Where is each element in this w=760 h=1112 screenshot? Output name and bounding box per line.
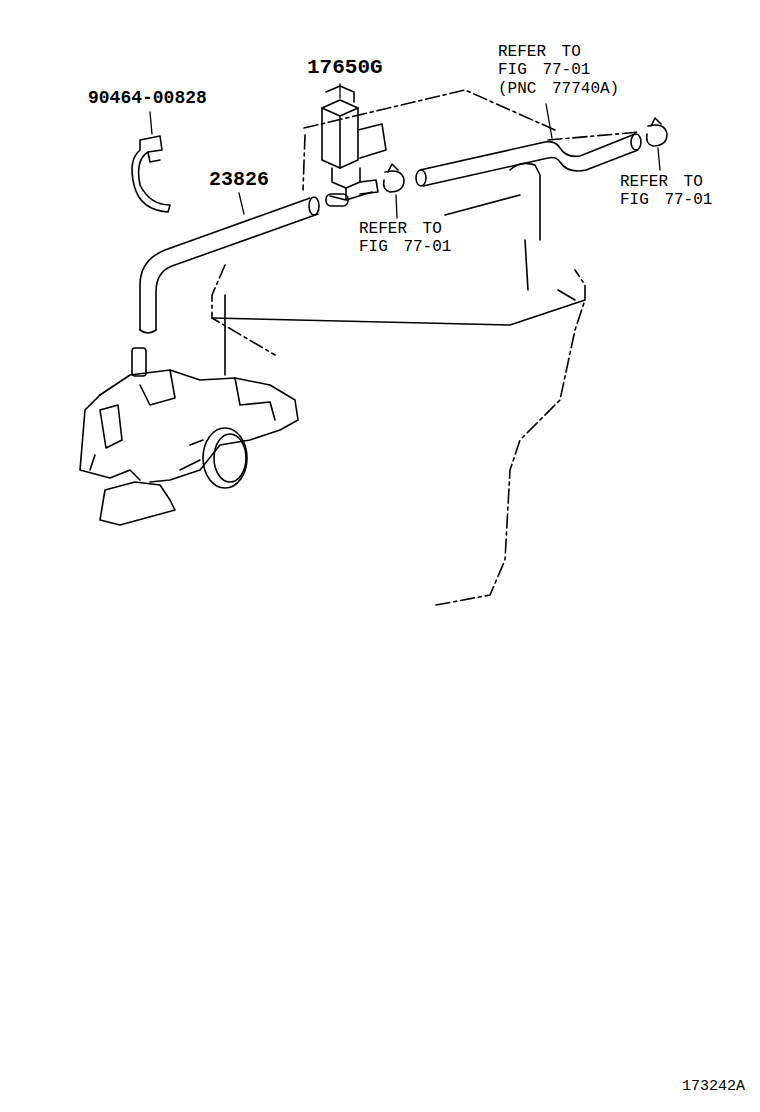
figure-number: 173242A [682,1078,745,1095]
hose-right [416,134,641,186]
leader-line [150,84,660,218]
callout-number: 23826 [209,168,269,191]
hose-clip [132,136,170,212]
callout-number: 17650G [307,56,383,80]
manifold-outline [212,90,640,605]
hose [140,197,319,333]
reference-note: REFER TO FIG 77-01 [359,220,483,257]
reference-note: REFER TO FIG 77-01 (PNC 77740A) [498,43,622,98]
part-number: 90464-00828 [88,88,207,109]
manifold-body [212,163,585,375]
vsv-valve [322,86,386,206]
throttle-body [80,348,298,525]
reference-note: REFER TO FIG 77-01 [620,173,744,210]
